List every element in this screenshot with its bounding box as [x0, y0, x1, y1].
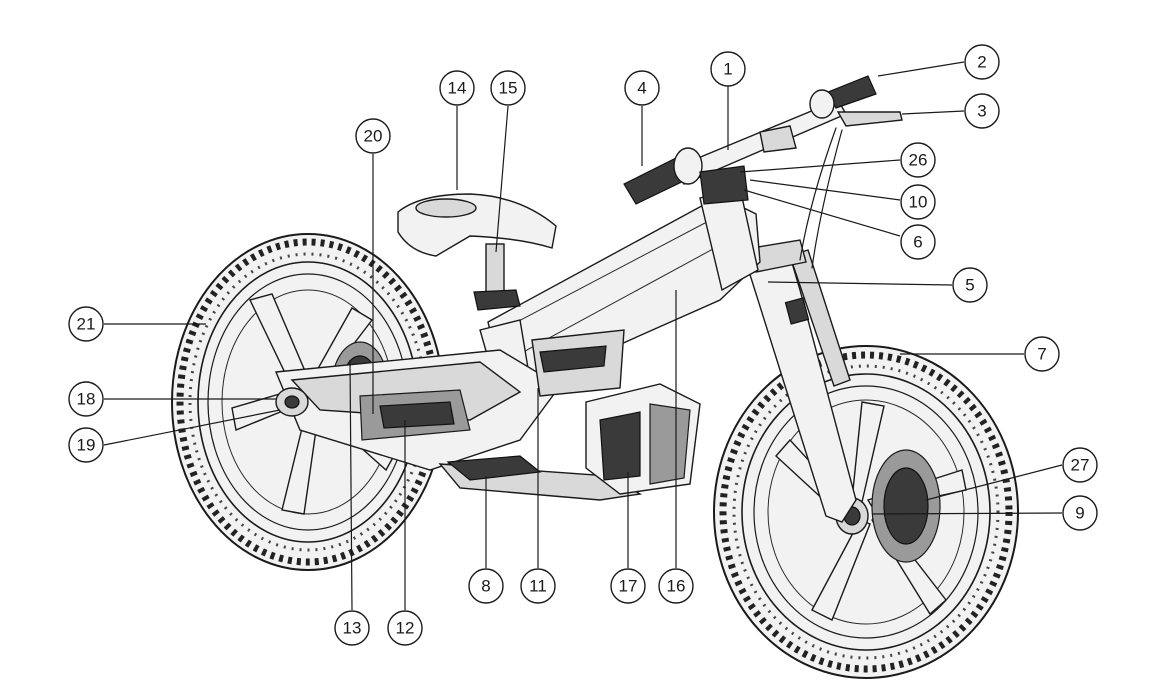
- svg-text:7: 7: [1037, 345, 1046, 364]
- svg-text:17: 17: [619, 577, 638, 596]
- callout-10: 10: [900, 184, 936, 220]
- svg-text:3: 3: [977, 102, 986, 121]
- callout-14: 14: [439, 70, 475, 106]
- callout-6: 6: [900, 224, 936, 260]
- callout-1: 1: [710, 51, 746, 87]
- front-wheel: [713, 345, 1019, 679]
- leader-13: [349, 359, 353, 611]
- leader-9: [871, 512, 1063, 515]
- leader-10: [749, 179, 901, 201]
- svg-text:2: 2: [977, 53, 986, 72]
- callout-12: 12: [387, 610, 423, 646]
- svg-text:11: 11: [529, 577, 547, 596]
- leader-26: [739, 159, 901, 173]
- handlebar: [623, 75, 903, 269]
- svg-text:8: 8: [481, 577, 490, 596]
- svg-text:19: 19: [77, 436, 96, 455]
- leader-15: [495, 105, 509, 253]
- frame: [274, 187, 761, 501]
- callout-8: 8: [468, 568, 504, 604]
- callout-15: 15: [490, 70, 526, 106]
- callout-17: 17: [610, 568, 646, 604]
- svg-text:1: 1: [723, 60, 732, 79]
- svg-text:21: 21: [77, 315, 96, 334]
- callout-9: 9: [1062, 495, 1098, 531]
- svg-text:12: 12: [396, 619, 415, 638]
- callout-11: 11: [520, 568, 556, 604]
- callout-27: 27: [1062, 447, 1098, 483]
- callout-18: 18: [68, 381, 104, 417]
- leader-6: [743, 189, 901, 237]
- svg-text:9: 9: [1075, 504, 1084, 523]
- callout-3: 3: [964, 93, 1000, 129]
- callout-5: 5: [952, 267, 988, 303]
- svg-text:15: 15: [499, 79, 518, 98]
- callout-13: 13: [334, 610, 370, 646]
- callout-21: 21: [68, 306, 104, 342]
- callouts: 1 2 3 4 5 6 7 8 9 10 11 12 13 14 15 16 1…: [68, 44, 1098, 646]
- callout-16: 16: [658, 568, 694, 604]
- svg-text:14: 14: [448, 79, 467, 98]
- svg-text:26: 26: [909, 151, 928, 170]
- leader-5: [767, 281, 953, 286]
- svg-text:27: 27: [1071, 456, 1090, 475]
- callout-7: 7: [1024, 336, 1060, 372]
- callout-26: 26: [900, 142, 936, 178]
- svg-text:16: 16: [667, 577, 686, 596]
- svg-text:5: 5: [965, 276, 974, 295]
- svg-text:20: 20: [364, 127, 383, 146]
- front-fork: [745, 239, 857, 523]
- svg-text:10: 10: [909, 193, 928, 212]
- seat: [397, 193, 557, 311]
- leader-lines: [103, 61, 1063, 611]
- svg-text:4: 4: [637, 79, 646, 98]
- callout-2: 2: [964, 44, 1000, 80]
- callout-20: 20: [355, 118, 391, 154]
- svg-text:13: 13: [343, 619, 362, 638]
- svg-text:18: 18: [77, 390, 96, 409]
- leader-27: [925, 464, 1063, 501]
- leader-19: [103, 409, 281, 446]
- svg-text:6: 6: [913, 233, 922, 252]
- callout-19: 19: [68, 427, 104, 463]
- leader-3: [901, 110, 965, 115]
- leader-2: [877, 61, 965, 77]
- callout-4: 4: [624, 70, 660, 106]
